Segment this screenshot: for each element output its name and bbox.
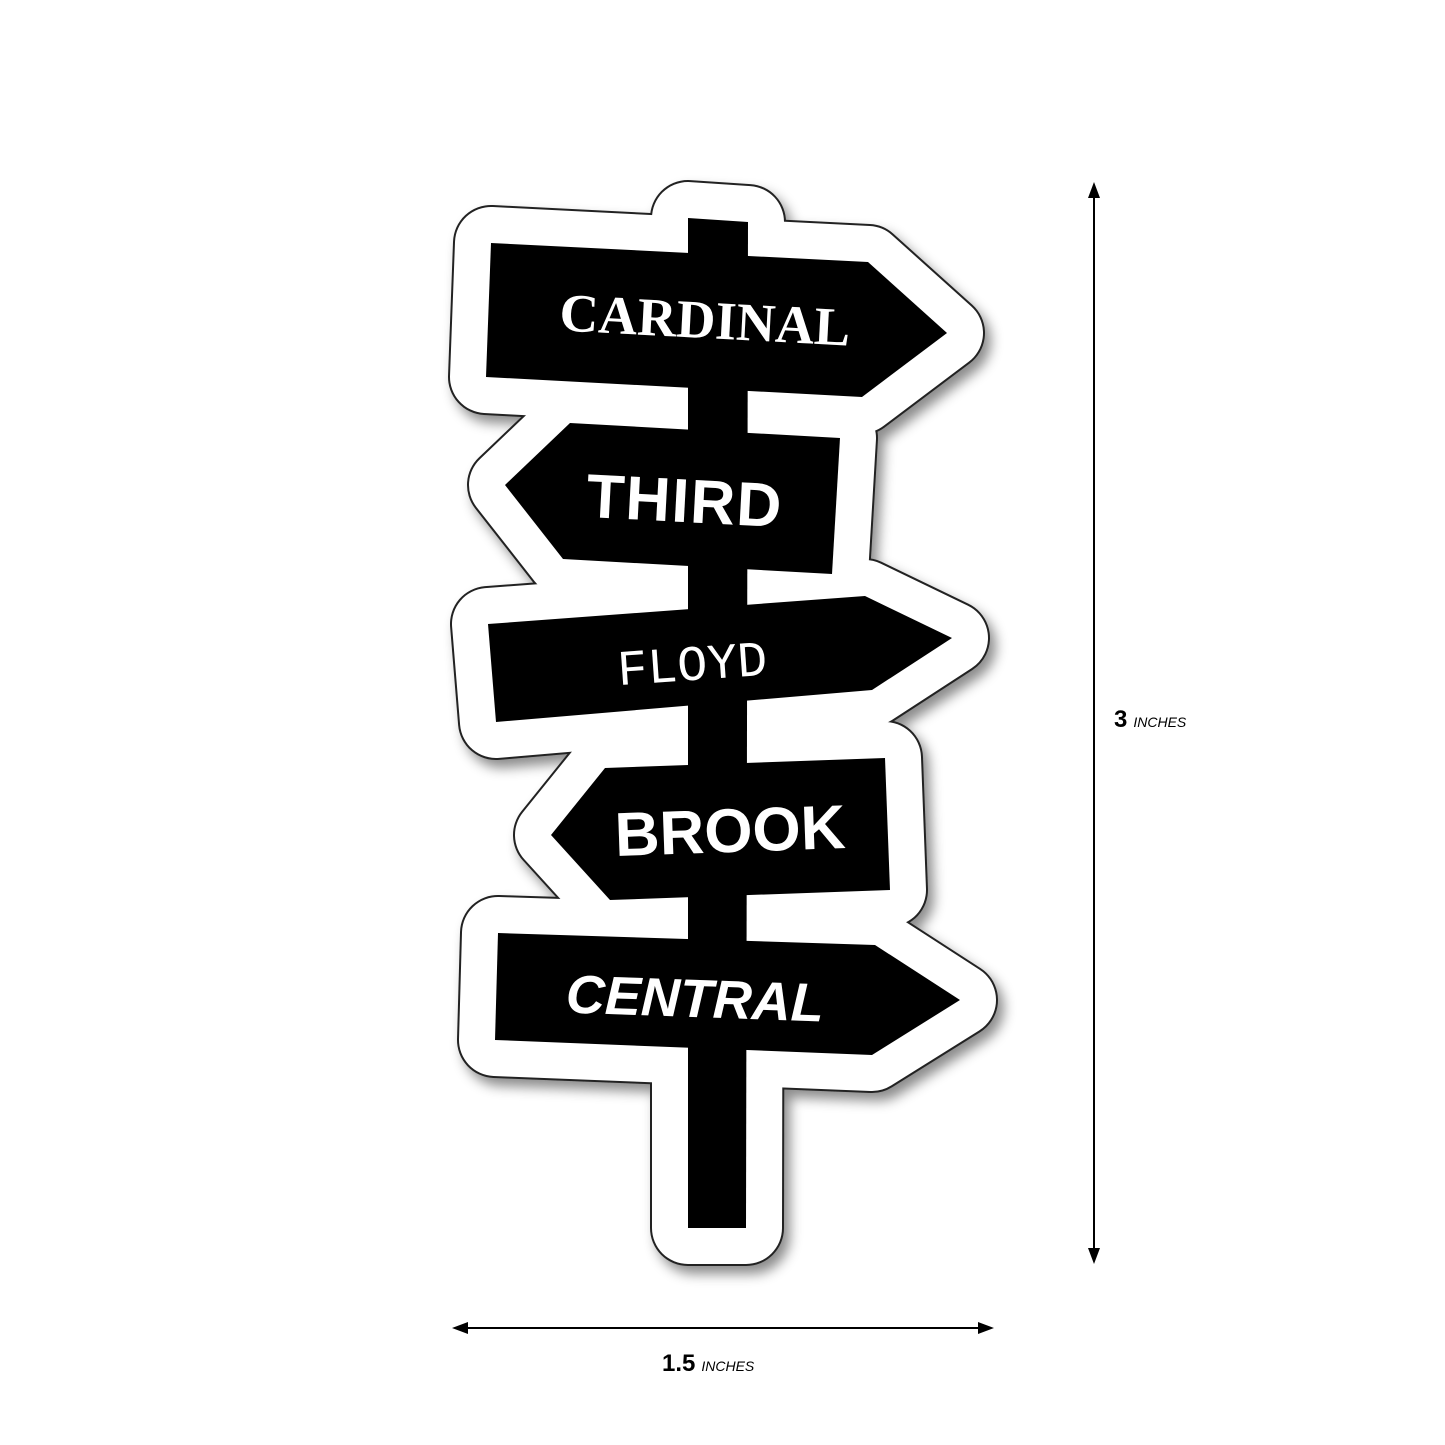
- sign-label-central: CENTRAL: [565, 965, 825, 1034]
- width-unit: INCHES: [701, 1358, 755, 1374]
- height-unit: INCHES: [1133, 714, 1187, 730]
- sign-label-third: THIRD: [585, 462, 783, 541]
- height-label: 3 INCHES: [1114, 706, 1186, 734]
- width-label: 1.5 INCHES: [662, 1350, 754, 1378]
- sign-label-brook: BROOK: [614, 793, 847, 870]
- height-dimension-arrow: [1088, 182, 1100, 1264]
- height-value: 3: [1114, 706, 1128, 733]
- sign-label-floyd: FLOYD: [616, 634, 770, 701]
- width-value: 1.5: [662, 1350, 696, 1377]
- width-dimension-arrow: [452, 1322, 994, 1334]
